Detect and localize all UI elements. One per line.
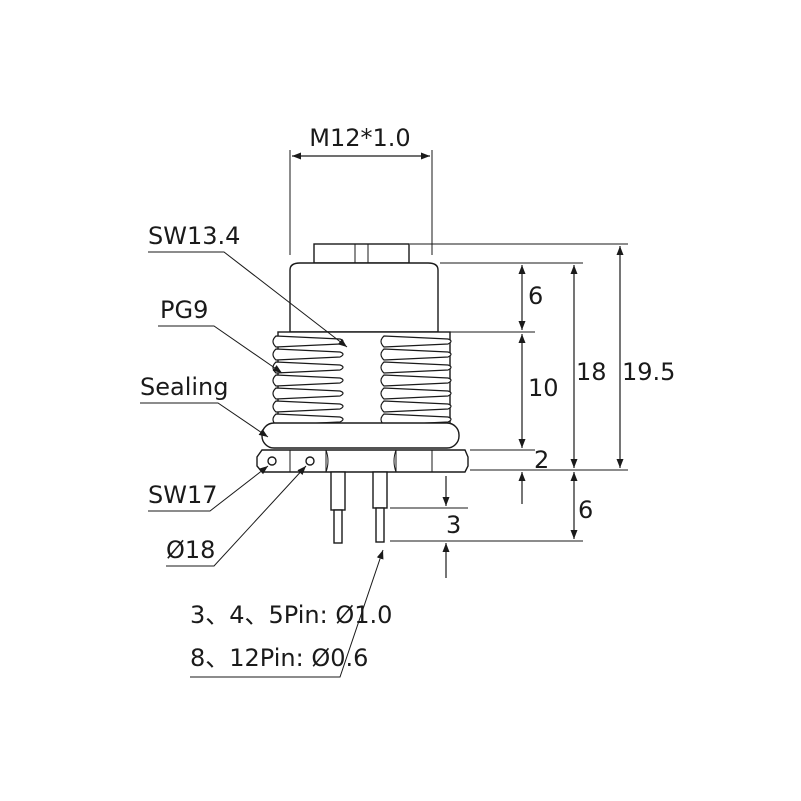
pin-note-line-2: 8、12Pin: Ø0.6 bbox=[190, 644, 368, 672]
lower-parts bbox=[256, 422, 469, 544]
sw-top-label: SW13.4 bbox=[148, 222, 240, 250]
thread-tooth-right bbox=[380, 374, 452, 387]
thread-tooth-left bbox=[272, 374, 344, 387]
nut bbox=[256, 449, 469, 473]
dim-6-top: 6 bbox=[528, 282, 543, 310]
thread-tooth-right bbox=[380, 413, 452, 426]
thread-tooth-left bbox=[272, 348, 344, 361]
dim-3: 3 bbox=[446, 511, 461, 539]
sealing-label: Sealing bbox=[140, 373, 229, 401]
hex-head bbox=[289, 262, 439, 333]
thread-label: M12*1.0 bbox=[309, 124, 410, 152]
dimension-lines bbox=[289, 150, 628, 578]
sw-nut-label: SW17 bbox=[148, 481, 218, 509]
dim-6-pin: 6 bbox=[578, 496, 593, 524]
dim-2: 2 bbox=[534, 446, 549, 474]
thread-tooth-right bbox=[380, 361, 452, 374]
thread-tooth-left bbox=[272, 400, 344, 413]
nut-hole-left bbox=[267, 456, 277, 466]
diameter-label: Ø18 bbox=[166, 536, 215, 564]
connector-outline bbox=[277, 243, 451, 427]
thread-teeth bbox=[272, 335, 452, 426]
pin-right-upper bbox=[372, 471, 388, 509]
dim-19-5: 19.5 bbox=[622, 358, 675, 386]
thread-tooth-left bbox=[272, 387, 344, 400]
labels: M12*1.0 SW13.4 PG9 Sealing SW17 Ø18 3、4、… bbox=[140, 124, 675, 672]
nut-hole-right bbox=[305, 456, 315, 466]
pin-left-lower bbox=[333, 509, 343, 544]
thread-tooth-right bbox=[380, 348, 452, 361]
sealing-ring bbox=[261, 422, 460, 449]
dim-18: 18 bbox=[576, 358, 607, 386]
leader-lines bbox=[140, 251, 384, 678]
thread-tooth-left bbox=[272, 413, 344, 426]
pin-note-line-1: 3、4、5Pin: Ø1.0 bbox=[190, 601, 392, 629]
pin-left-upper bbox=[330, 471, 346, 511]
pg-label: PG9 bbox=[160, 296, 208, 324]
thread-tooth-right bbox=[380, 387, 452, 400]
dim-10: 10 bbox=[528, 374, 559, 402]
top-cap bbox=[313, 243, 410, 264]
pin-right-lower bbox=[375, 507, 385, 543]
thread-tooth-right bbox=[380, 335, 452, 348]
thread-tooth-right bbox=[380, 400, 452, 413]
